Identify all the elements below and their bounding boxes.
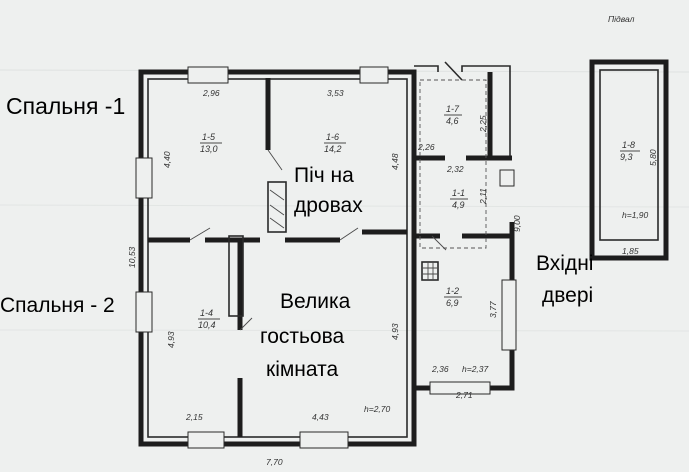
dim-4-48: 4,48 [390,153,400,170]
inner-wall-line [147,78,408,438]
door-swing-living [339,227,359,241]
room-1-2-area: 6,9 [446,298,459,308]
label-stove-line-1: Піч на [294,164,354,187]
room-1-1-area: 4,9 [452,200,465,210]
annex-outer-wall [411,72,515,391]
height-basement: h=1,90 [622,210,649,220]
stove-hatch [269,189,285,229]
door-swing-bedroom1 [189,227,211,241]
dim-7-70: 7,70 [266,457,283,467]
annex-top-wall [414,65,511,160]
dim-3-77: 3,77 [488,301,498,318]
room-1-2-number: 1-2 [446,286,459,296]
annotation-labels: Спальня -1 Спальня - 2 Піч на дровах Вел… [0,93,593,381]
main-walls [135,66,417,449]
dim-10-53: 10,53 [127,246,137,268]
heater-grid-lines [422,262,438,280]
room-1-6-number: 1-6 [326,132,339,142]
height-main: h=2,70 [364,404,391,414]
dim-2-36: 2,36 [431,364,449,374]
door-swing-bedroom2 [239,317,253,331]
label-entrance-line-1: Вхідні [536,252,593,275]
label-living-line-2: гостьова [260,325,345,348]
annex-walls [411,61,517,395]
room-1-4-area: 10,4 [198,320,216,330]
room-1-1-number: 1-1 [452,188,465,198]
window-bottom-2 [299,431,349,449]
room-1-5-number: 1-5 [202,132,216,142]
label-bedroom-1: Спальня -1 [6,93,125,119]
door-swing-annex [431,235,447,251]
dim-4-43: 4,43 [312,412,329,422]
dim-2-15: 2,15 [185,412,203,422]
heater-grid [421,261,439,281]
window-top-2 [359,66,389,84]
dim-2-32: 2,32 [446,164,464,174]
label-living-line-3: кімната [266,358,338,381]
room-1-5-area: 13,0 [200,144,218,154]
dim-2-71: 2,71 [455,390,473,400]
dim-2-26: 2,26 [417,142,435,152]
annex-corner-detail [444,61,463,81]
basement-outer-wall [589,59,669,261]
dim-4-93-left: 4,93 [166,331,176,348]
window-left-2 [135,291,153,333]
window-annex-bottom [429,381,491,395]
dim-1-85: 1,85 [622,246,639,256]
basement: Підвал [589,14,669,261]
label-stove-line-2: дровах [294,194,363,217]
window-bottom-1 [187,431,225,449]
label-bedroom-2: Спальня - 2 [0,294,115,317]
room-1-8-number: 1-8 [622,140,635,150]
annex-dashed-outline [419,79,487,249]
dim-2-25: 2,25 [478,115,488,133]
room-1-8-area: 9,3 [620,152,633,162]
window-top-1 [187,66,229,84]
dim-4-93-right: 4,93 [390,323,400,340]
label-living-line-1: Велика [280,290,351,313]
label-entrance-line-2: двері [542,284,593,307]
interior-walls [148,78,407,437]
dimension-labels: 2,96 3,53 4,40 4,48 10,53 4,93 4,93 2,15… [127,88,658,467]
basement-title: Підвал [608,14,635,24]
entrance-door-frame [499,169,515,187]
door-swing-kitchen [267,149,283,171]
dim-9-00: 9,00 [512,215,522,232]
window-left-1 [135,157,153,199]
room-labels: 1-5 13,0 1-6 14,2 1-7 4,6 1-1 4,9 1-4 10… [198,104,640,330]
dim-5-80: 5,80 [648,149,658,166]
stove-block [267,181,287,233]
dim-4-40: 4,40 [162,151,172,168]
dim-2-96: 2,96 [202,88,220,98]
room-1-7-area: 4,6 [446,116,459,126]
outer-wall [138,69,417,447]
chimney-channel [228,235,244,317]
room-1-7-number: 1-7 [446,104,460,114]
dim-2-11: 2,11 [478,188,488,205]
height-porch: h=2,37 [462,364,489,374]
basement-inner-wall [599,69,659,241]
dim-3-53: 3,53 [327,88,344,98]
window-annex-right [501,279,517,351]
room-1-6-area: 14,2 [324,144,342,154]
room-1-4-number: 1-4 [200,308,213,318]
